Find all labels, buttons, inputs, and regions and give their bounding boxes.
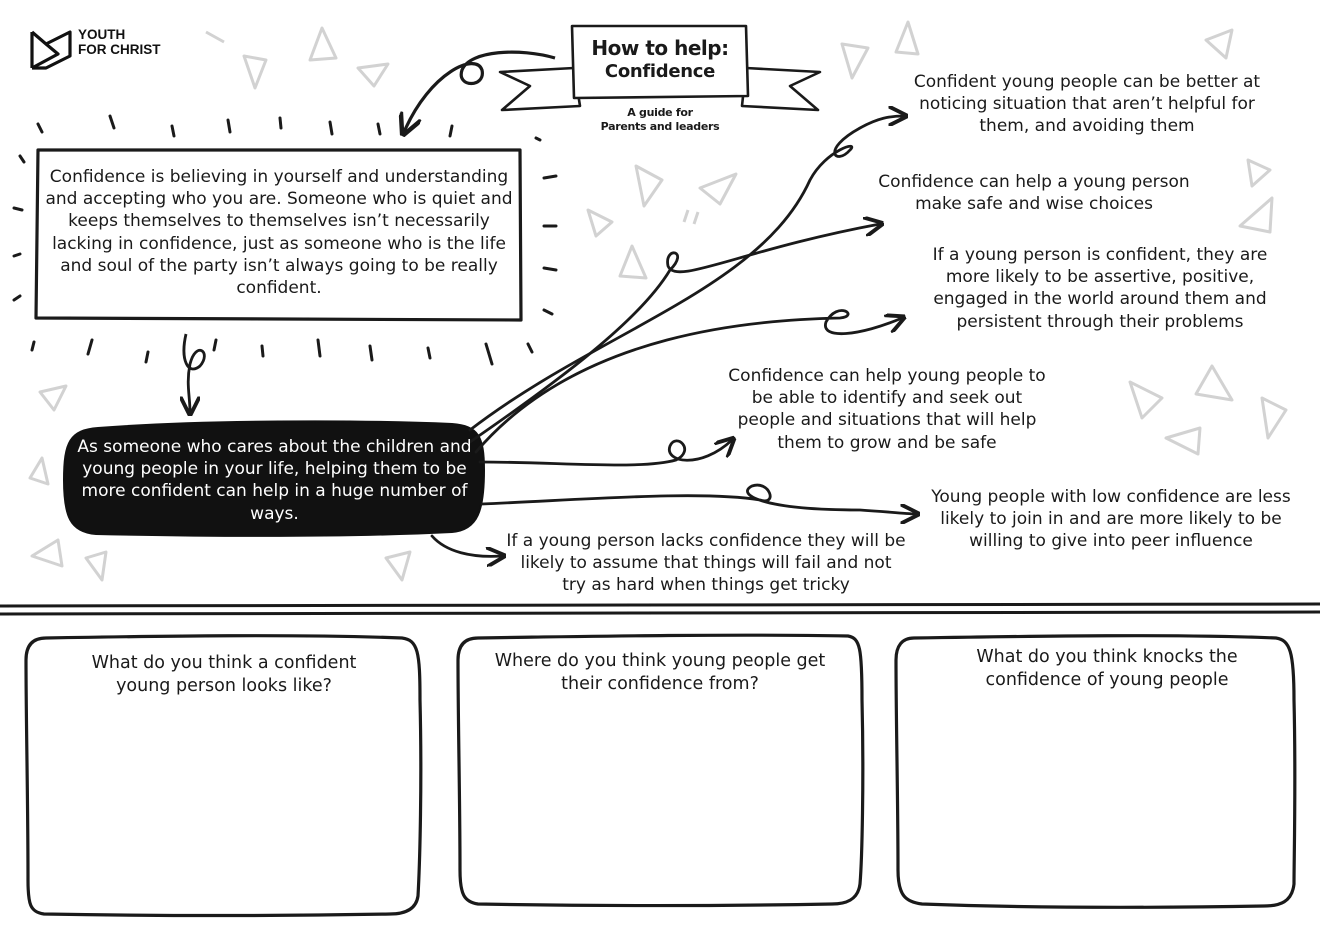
section-divider bbox=[0, 602, 1320, 616]
question-where-confidence-from: Where do you think young people get thei… bbox=[494, 651, 826, 694]
page-title: How to help: Confidence bbox=[572, 26, 748, 98]
question-confident-looks-like: What do you think a confident young pers… bbox=[91, 653, 357, 696]
benefit-noticing-situations: Confident young people can be better at … bbox=[913, 72, 1261, 137]
question-frames bbox=[24, 633, 1297, 918]
cta-blob bbox=[62, 420, 486, 537]
title-line-2: Confidence bbox=[604, 61, 716, 82]
benefit-arrows bbox=[430, 116, 916, 556]
youth-for-christ-logo-mark bbox=[30, 30, 72, 70]
definition-frame bbox=[34, 148, 523, 322]
title-line-1: How to help: bbox=[591, 36, 729, 60]
definition-text: Confidence is believing in yourself and … bbox=[45, 167, 513, 299]
logo-line-2: FOR CHRIST bbox=[78, 42, 161, 57]
benefit-safe-choices: Confidence can help a young person make … bbox=[878, 172, 1190, 215]
logo-text: YOUTH FOR CHRIST bbox=[78, 27, 161, 57]
benefit-lacks-confidence: If a young person lacks confidence they … bbox=[506, 531, 906, 596]
logo-line-1: YOUTH bbox=[78, 27, 126, 42]
subtitle-line-1: A guide for bbox=[627, 106, 693, 119]
page-subtitle: A guide for Parents and leaders bbox=[572, 106, 748, 134]
title-ribbon bbox=[498, 24, 822, 112]
benefit-seek-out-people: Confidence can help young people to be a… bbox=[728, 366, 1046, 453]
arrow-definition-to-cta bbox=[184, 333, 206, 412]
call-to-action-text: As someone who cares about the children … bbox=[77, 437, 472, 524]
benefit-low-confidence: Young people with low confidence are les… bbox=[931, 487, 1291, 552]
doodle-triangles bbox=[28, 20, 1288, 582]
subtitle-line-2: Parents and leaders bbox=[600, 120, 720, 133]
question-knocks-confidence: What do you think knocks the confidence … bbox=[976, 647, 1238, 690]
definition-rays bbox=[12, 114, 558, 366]
arrow-title-to-definition bbox=[404, 50, 556, 132]
benefit-assertive-positive: If a young person is confident, they are… bbox=[932, 245, 1268, 332]
